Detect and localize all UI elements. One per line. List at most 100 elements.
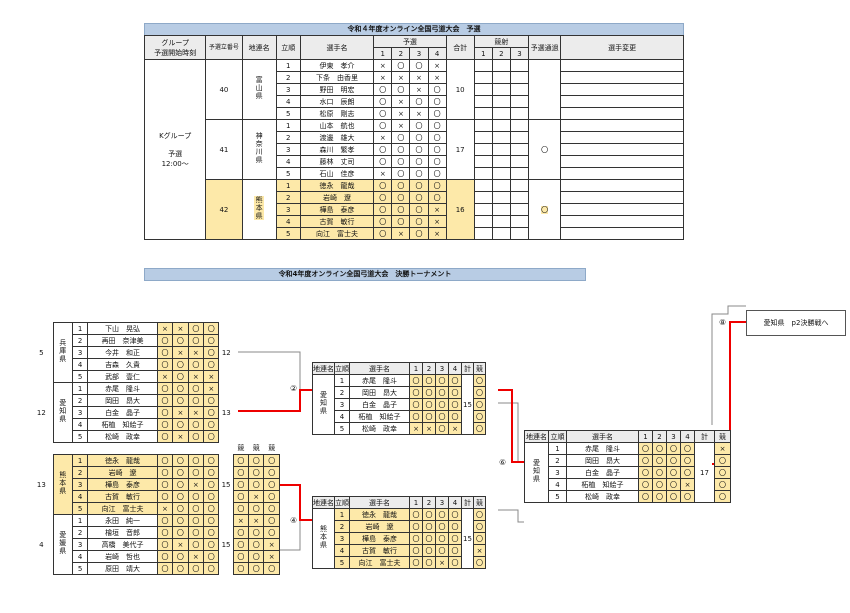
- player-name: 武部 壹仁: [87, 370, 158, 383]
- kyo-result: 〇: [232, 490, 250, 503]
- player-name: 岡田 昂大: [349, 386, 410, 399]
- shot-result: 〇: [391, 191, 411, 204]
- hdr-pos: 立順: [334, 362, 350, 375]
- bout-8-label: ⑧: [719, 318, 727, 327]
- team-pref: 神奈川県: [241, 119, 277, 180]
- player-name: 吉森 久貴: [87, 358, 158, 371]
- shot-result: 〇: [422, 386, 436, 399]
- shot-result: ×: [156, 502, 174, 515]
- pos-cell: 4: [548, 478, 567, 491]
- shot-result: 〇: [666, 478, 681, 491]
- hdr-c2: 2: [652, 430, 667, 443]
- shot-result: 〇: [435, 544, 449, 557]
- shot-result: 〇: [666, 490, 681, 503]
- shot-result: ×: [427, 203, 447, 216]
- shot-result: 〇: [427, 155, 447, 168]
- shot-result: 〇: [448, 508, 462, 521]
- left-pref: 兵庫県: [52, 322, 73, 383]
- pos-cell: 3: [334, 398, 350, 411]
- player-name: 松崎 政幸: [87, 430, 158, 443]
- seed-cell: 13: [30, 455, 53, 515]
- shot-result: 〇: [156, 466, 174, 479]
- shot-result: 〇: [203, 406, 220, 419]
- pos-cell: 3: [71, 538, 89, 551]
- mini-pref-text: 熊本県: [319, 525, 328, 549]
- shot-result: 〇: [203, 490, 220, 503]
- left-pref: 熊本県: [52, 454, 73, 515]
- group-sub: 予選: [168, 149, 183, 158]
- shot-result: 〇: [187, 562, 205, 575]
- pos-cell: 5: [334, 422, 350, 435]
- pos-cell: 2: [71, 526, 89, 539]
- kyo-result: 〇: [232, 538, 250, 551]
- kyo-result: 〇: [714, 490, 731, 503]
- player-name: 再田 奈津美: [87, 334, 158, 347]
- shot-result: 〇: [203, 322, 220, 335]
- shot-result: ×: [187, 478, 205, 491]
- winner-box: 愛知県 p2決勝戦へ: [746, 310, 846, 336]
- shot-result: 〇: [409, 191, 429, 204]
- player-name: 松崎 政幸: [566, 490, 639, 503]
- kyo-header-row: 競競競: [30, 443, 280, 455]
- kyo-result: 〇: [473, 520, 486, 533]
- team-number: 40: [205, 59, 243, 120]
- kyo-result: 〇: [232, 478, 250, 491]
- shot-result: 〇: [448, 410, 462, 423]
- kyo-result: 〇: [232, 550, 250, 563]
- pos-cell: 4: [71, 490, 89, 503]
- pos-cell: 5: [71, 502, 89, 515]
- shot-result: 〇: [172, 394, 189, 407]
- hdr-pref: 地連名: [524, 430, 549, 443]
- player-name: 向江 富士夫: [349, 556, 410, 569]
- pos-cell: 2: [71, 466, 89, 479]
- hdr-c2: 2: [422, 496, 436, 509]
- hdr-c1: 1: [409, 362, 423, 375]
- seed-number: 5: [39, 348, 44, 357]
- shot-result: 〇: [373, 191, 393, 204]
- kyo-result: ×: [248, 490, 265, 503]
- mini-pref: 愛知県: [524, 442, 549, 503]
- hdr-c4: 4: [680, 430, 695, 443]
- pos-cell: 1: [548, 442, 567, 455]
- shot-result: 〇: [427, 179, 447, 192]
- shot-result: 〇: [172, 454, 189, 467]
- pos-cell: 2: [71, 334, 89, 347]
- pos-cell: 5: [548, 490, 567, 503]
- shot-result: 〇: [203, 502, 220, 515]
- shot-result: ×: [435, 556, 449, 569]
- group-label: Kグループ: [159, 131, 192, 140]
- shot-result: 〇: [203, 478, 220, 491]
- shot-result: 〇: [156, 454, 174, 467]
- kyo-result: 〇: [248, 562, 265, 575]
- hdr-total: 計: [461, 362, 474, 375]
- player-name: 白金 晶子: [349, 398, 410, 411]
- shot-result: 〇: [172, 382, 189, 395]
- shot-result: ×: [172, 406, 189, 419]
- shot-result: 〇: [156, 406, 174, 419]
- shot-result: 〇: [172, 526, 189, 539]
- pos-cell: 1: [71, 322, 89, 335]
- shot-result: 〇: [156, 418, 174, 431]
- mini-pref: 愛知県: [312, 374, 335, 435]
- pos-cell: 4: [334, 410, 350, 423]
- shot-result: 〇: [156, 490, 174, 503]
- prelim-table: グループ予選開始時刻 予選立番号 地連名 立順 選手名 予選 合計 競射 予選通…: [143, 35, 684, 240]
- pos-cell: 4: [334, 544, 350, 557]
- player-name: 岩崎 遼: [87, 466, 158, 479]
- bout-2-label: ②: [290, 384, 298, 393]
- player-name: 野田 明宏: [299, 83, 375, 96]
